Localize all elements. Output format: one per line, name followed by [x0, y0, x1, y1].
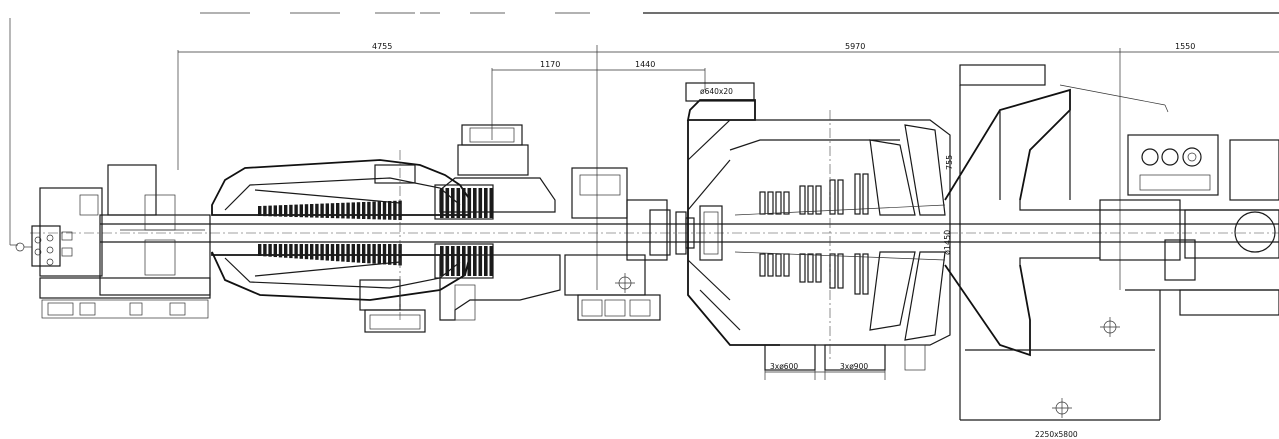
coupling	[675, 205, 723, 261]
hp-blading-lower	[254, 244, 402, 277]
middle-bearing-pedestal	[564, 167, 671, 321]
rotor-diameter-label: ø1450	[943, 230, 952, 255]
dim-1550: 1550	[1175, 42, 1195, 51]
nozzle-label-b: 3xø900	[840, 362, 868, 371]
dim-1440: 1440	[635, 60, 655, 69]
dimension-lines	[177, 45, 1279, 290]
centerline-cross-icon	[1052, 317, 1120, 418]
height-label: 755	[945, 155, 954, 170]
lp-blading	[734, 124, 946, 341]
dim-5970: 5970	[845, 42, 865, 51]
ip-blading	[434, 184, 494, 279]
left-frame-line	[9, 18, 18, 246]
generator-side	[1099, 134, 1279, 316]
dim-1170: 1170	[540, 60, 560, 69]
main-shaft	[100, 223, 1279, 243]
nozzle-boxes	[764, 344, 926, 380]
front-bearing-pedestal	[39, 164, 211, 319]
vertical-centerlines	[399, 110, 831, 360]
hp-casing	[211, 159, 472, 333]
condenser-label: 2250x5800	[1035, 430, 1078, 439]
front-pedestal-block	[15, 187, 103, 277]
ip-casing-lower	[439, 254, 561, 321]
pipe-label: ø640x20	[700, 87, 733, 96]
dim-4755: 4755	[372, 42, 392, 51]
nozzle-label-a: 3xø600	[770, 362, 798, 371]
